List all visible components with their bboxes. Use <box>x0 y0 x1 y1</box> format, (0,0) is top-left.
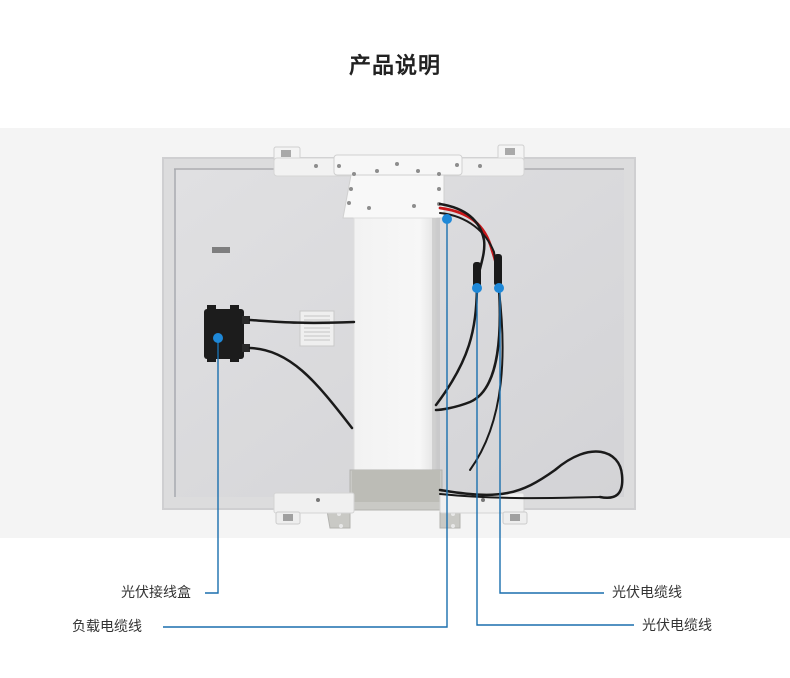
junction-box-leader <box>205 338 219 594</box>
callout-label-pv-cable-2: 光伏电缆线 <box>642 618 712 634</box>
callout-label-junction-box: 光伏接线盒 <box>121 585 191 601</box>
callout-leader-lines <box>163 219 634 628</box>
junction-box-marker <box>213 333 223 343</box>
mounting-column <box>325 217 461 529</box>
page-title: 产品说明 <box>348 54 441 79</box>
callout-label-pv-cable-1: 光伏电缆线 <box>612 585 682 601</box>
load-cable-marker <box>442 214 452 224</box>
barcode-sticker <box>212 247 230 253</box>
pv-cable-1-marker <box>494 283 504 293</box>
callout-markers <box>213 214 504 343</box>
callout-label-load-cable: 负载电缆线 <box>72 619 142 635</box>
pv-cable-2-marker <box>472 283 482 293</box>
top-mounting-brackets <box>273 144 525 219</box>
pv-cable-1-leader <box>499 288 604 594</box>
spec-label-sticker <box>299 310 335 347</box>
pv-cable-2-leader <box>476 288 634 626</box>
junction-box <box>204 305 250 362</box>
load-cable-leader <box>163 219 448 628</box>
